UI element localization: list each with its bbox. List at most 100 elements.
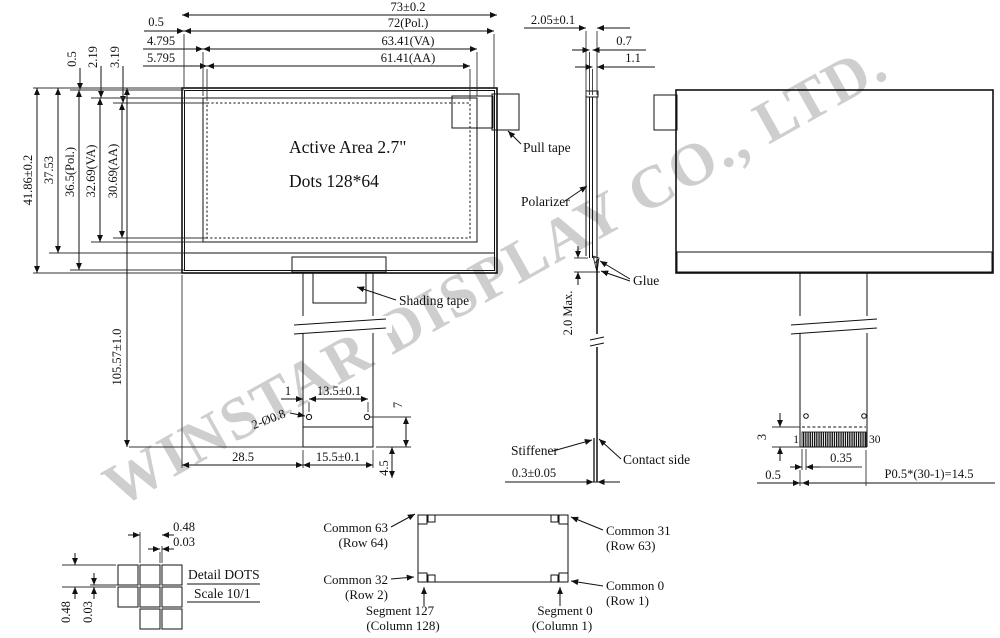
dim-height-outline: 41.86±0.2 — [21, 155, 35, 206]
detail-dots-title: Detail DOTS — [188, 567, 260, 582]
mapping-diagram: Common 63 (Row 64) Common 31 (Row 63) Co… — [323, 513, 671, 633]
glue-blob — [592, 255, 600, 273]
dim-hole-edge: 1 — [285, 384, 291, 398]
dim-width-aa: 61.41(AA) — [381, 51, 436, 65]
back-hole — [803, 413, 809, 419]
contact-side-leader — [598, 438, 622, 460]
dim-gap-h: 0.03 — [173, 535, 195, 549]
dim-pin-margin: 0.5 — [765, 468, 781, 482]
common0-sublabel: (Row 1) — [606, 593, 649, 608]
common32-sublabel: (Row 2) — [345, 587, 388, 602]
common63-sublabel: (Row 64) — [339, 535, 388, 550]
fpc-front — [293, 273, 392, 448]
front-left-dims: 41.86±0.2 37.53 36.5(Pol.) 32.69(VA) 30.… — [21, 87, 207, 274]
dim-offset-va-y: 2.19 — [86, 46, 100, 68]
common31-label: Common 31 — [606, 523, 671, 538]
dim-width-outline: 73±0.2 — [391, 0, 426, 14]
dot-grid — [117, 564, 183, 630]
back-pull-tape — [653, 94, 678, 131]
dim-total-length: 105.57±1.0 — [110, 329, 124, 386]
pull-tape-label: Pull tape — [523, 140, 571, 155]
glue-label: Glue — [633, 273, 659, 288]
dim-thickness: 2.05±0.1 — [531, 13, 575, 27]
front-top-dims: 73±0.2 72(Pol.) 0.5 63.41(VA) 4.795 61.4… — [65, 0, 497, 103]
dim-offset-pol-y: 0.5 — [65, 51, 79, 67]
detail-dots: 0.48 0.03 0.48 0.03 Detail DOTS Scale 10… — [59, 520, 260, 630]
back-dims: 3 0.35 0.5 P0.5*(30-1)=14.5 — [755, 413, 995, 487]
dim-width-va: 63.41(VA) — [382, 34, 435, 48]
back-outline-rect — [675, 89, 994, 274]
common32-label: Common 32 — [323, 572, 388, 587]
stiffener-leader — [552, 439, 593, 452]
detail-dots-scale: Scale 10/1 — [194, 586, 251, 601]
fpc-side — [589, 260, 605, 482]
dim-fpc-width: 15.5±0.1 — [316, 450, 360, 464]
fpc-break-line — [293, 318, 387, 326]
shading-tape-bar — [291, 256, 387, 273]
glue-leader — [600, 270, 631, 282]
front-view: Active Area 2.7" Dots 128*64 Pull tape S… — [21, 0, 571, 478]
side-top-dims: 2.05±0.1 0.7 1.1 — [524, 13, 655, 95]
dim-width-pol: 72(Pol.) — [388, 16, 429, 30]
dim-pitch-formula: P0.5*(30-1)=14.5 — [885, 467, 974, 481]
common32-leader — [390, 574, 415, 581]
dim-height-glass: 37.53 — [42, 156, 56, 184]
dim-offset-va-x: 4.795 — [147, 34, 175, 48]
mapping-rect — [417, 514, 569, 583]
dim-glue-max: 2.0 Max. — [561, 291, 575, 336]
fpc-contact-mesh — [302, 426, 374, 448]
side-view: 2.05±0.1 0.7 1.1 Polarizer Glue 2.0 Max. — [505, 13, 690, 486]
active-area-title: Active Area 2.7" — [289, 137, 406, 157]
contact-side-label: Contact side — [623, 452, 690, 467]
dim-offset-aa-x: 5.795 — [147, 51, 175, 65]
pull-tape-under — [451, 95, 494, 129]
dim-cell: 1.1 — [625, 51, 641, 65]
segment127-sublabel: (Column 128) — [366, 618, 439, 633]
common31-sublabel: (Row 63) — [606, 538, 655, 553]
front-bottom-dims: 105.57±1.0 28.5 15.5±0.1 1 13.5±0.1 2-Ø0… — [110, 88, 411, 478]
dim-contact-height: 3 — [755, 434, 769, 440]
pin-last: 30 — [869, 434, 881, 446]
polarizer-rect — [184, 90, 495, 271]
outline-rect — [181, 87, 498, 274]
dim-hole-to-end: 7 — [391, 402, 405, 408]
dim-height-aa: 30.69(AA) — [106, 144, 120, 199]
segment0-label: Segment 0 — [537, 603, 592, 618]
dim-fpc-offset: 28.5 — [232, 450, 254, 464]
viewing-area-rect — [202, 97, 478, 243]
pull-tape-leader — [507, 130, 522, 145]
back-seal-band — [676, 251, 993, 273]
dim-offset-pol-x: 0.5 — [148, 15, 164, 29]
dim-contact-len: 4.5 — [377, 460, 391, 476]
polarizer-leader — [564, 185, 588, 202]
polarizer-label: Polarizer — [521, 194, 570, 209]
pin-first: 1 — [793, 434, 799, 446]
dim-pin-width: 0.35 — [830, 451, 852, 465]
shading-tape-stem — [312, 271, 367, 304]
fpc-break-line — [293, 327, 387, 335]
dim-pitch-h: 0.48 — [173, 520, 195, 534]
common0-label: Common 0 — [606, 578, 664, 593]
alignment-hole — [305, 413, 313, 421]
dim-glass: 0.7 — [616, 34, 632, 48]
common63-label: Common 63 — [323, 520, 388, 535]
dim-gap-v: 0.03 — [81, 601, 95, 623]
segment0-sublabel: (Column 1) — [532, 618, 592, 633]
active-area-dots: Dots 128*64 — [289, 171, 379, 191]
common0-leader — [570, 579, 604, 587]
left-extension-lines — [33, 87, 207, 274]
glue-max-dim: 2.0 Max. — [561, 246, 600, 335]
back-hole — [861, 413, 867, 419]
segment127-label: Segment 127 — [366, 603, 435, 618]
common31-leader — [570, 516, 604, 531]
dim-hole-span: 13.5±0.1 — [317, 384, 361, 398]
active-area-rect — [206, 102, 471, 239]
corner-marks — [417, 514, 569, 583]
alignment-hole — [363, 413, 371, 421]
dim-offset-aa-y: 3.19 — [108, 46, 122, 68]
back-view: 1 30 3 0.35 0.5 P0.5*(30-1)=14.5 — [653, 89, 995, 487]
shading-tape-leader — [356, 286, 397, 301]
front-view-outlines — [181, 87, 498, 274]
